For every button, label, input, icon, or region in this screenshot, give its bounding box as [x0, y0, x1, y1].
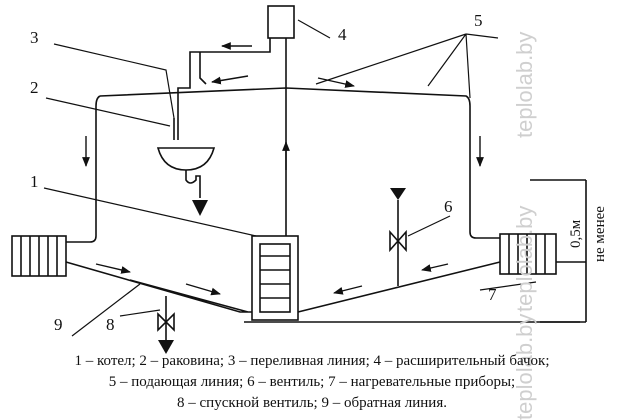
- sink-drain: [185, 166, 201, 198]
- caption-line-1: 1 – котел; 2 – раковина; 3 – переливная …: [74, 353, 550, 369]
- caption-line-3: 8 – спускной вентиль; 9 – обратная линия…: [177, 395, 447, 411]
- drain-triangle-sink: [192, 200, 208, 216]
- supply-line: [66, 87, 500, 243]
- label-2: 2: [30, 78, 39, 97]
- watermark-middle: teplolab.by: [512, 205, 537, 312]
- overflow-line: [177, 34, 271, 140]
- left-radiator: [11, 235, 67, 277]
- label-4: 4: [338, 25, 347, 44]
- expansion-tank: [267, 5, 295, 39]
- right-radiator: [499, 233, 557, 275]
- label-6: 6: [444, 197, 453, 216]
- caption-line-2: 5 – подающая линия; 6 – вентиль; 7 – наг…: [108, 374, 516, 390]
- leader-lines: [43, 19, 537, 337]
- label-7: 7: [488, 285, 497, 304]
- sink-icon: [156, 147, 216, 171]
- label-3: 3: [30, 28, 39, 47]
- valve-6-icon: [389, 229, 407, 253]
- dimension-note: не менее: [592, 206, 608, 262]
- watermark-top: teplolab.by: [512, 31, 537, 138]
- label-8: 8: [106, 315, 115, 334]
- label-9: 9: [54, 315, 63, 334]
- flow-arrows: [82, 42, 484, 296]
- boiler: [251, 235, 299, 321]
- drain-triangle-valve-8: [158, 340, 174, 354]
- dimension-height: 0,5м: [568, 219, 584, 248]
- label-5: 5: [474, 11, 483, 30]
- return-line: [65, 261, 501, 313]
- drain-triangle-valve-6: [390, 188, 406, 200]
- dimension-line: [530, 179, 587, 323]
- valve-8-icon: [157, 312, 175, 332]
- overflow-line-tee: [199, 52, 207, 85]
- label-1: 1: [30, 172, 39, 191]
